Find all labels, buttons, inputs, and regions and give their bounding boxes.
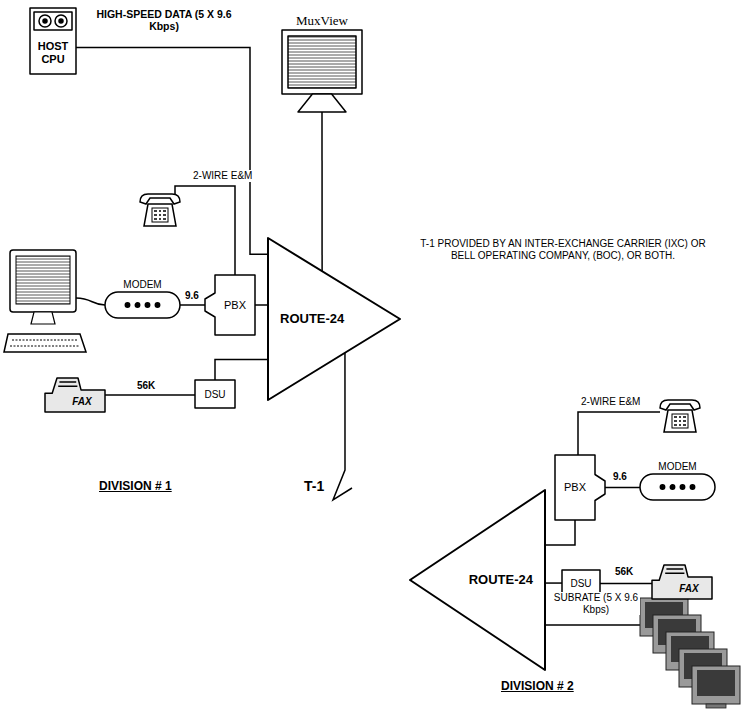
subrate-wire — [545, 624, 640, 626]
outline-part — [205, 275, 255, 335]
host-cpu-box: HOST CPU — [30, 8, 76, 74]
node-label: DSU — [570, 578, 591, 589]
outline-part — [39, 15, 51, 27]
node-body: PBX — [205, 275, 255, 335]
node-label: PBX — [564, 481, 586, 493]
outline-part — [268, 238, 400, 400]
connector-line — [255, 304, 268, 306]
pbx-box: PBX — [205, 275, 255, 335]
outline-part — [34, 12, 72, 30]
outline-part — [43, 19, 47, 23]
muxview-monitor: MuxView — [282, 30, 362, 112]
node-outline — [640, 474, 715, 500]
node-label: ROUTE-24 — [469, 573, 533, 587]
outline-part — [288, 36, 356, 88]
connector-line — [545, 520, 575, 545]
wire-label: 2-WIRE E&M — [580, 396, 641, 408]
outline-part — [105, 292, 180, 318]
node-label: FAX — [679, 583, 698, 594]
node-body: ROUTE-24 — [410, 490, 545, 670]
node-body: FAX — [45, 378, 105, 412]
phone-wire — [578, 412, 660, 455]
connector-line — [180, 304, 205, 306]
outline-part — [665, 569, 684, 573]
fax-machine: FAX — [652, 565, 712, 599]
telephone — [660, 400, 700, 432]
outline-part — [135, 303, 139, 307]
connector-line — [333, 353, 352, 500]
node-label: ROUTE-24 — [280, 312, 344, 326]
modem-box: MODEM — [105, 292, 180, 318]
node-body: FAX — [652, 565, 712, 599]
node-body — [282, 30, 362, 112]
node-body — [640, 474, 715, 500]
node-label: MODEM — [658, 461, 696, 472]
outline-part — [652, 565, 712, 599]
outline-part — [690, 485, 694, 489]
computer-terminal — [4, 250, 86, 352]
node-label: DSU — [204, 389, 225, 400]
modem-cable — [76, 298, 105, 305]
note-text: T-1 PROVIDED BY AN INTER-EXCHANGE CARRIE… — [412, 238, 714, 261]
connector-line — [600, 583, 652, 585]
connector-label: 9.6 — [612, 471, 628, 483]
connector-label: 56K — [136, 380, 156, 392]
route24-mux: ROUTE-24 — [268, 238, 400, 400]
outline-part — [125, 303, 129, 307]
connector-line — [545, 582, 562, 584]
outline-part — [195, 380, 235, 408]
node-outline — [282, 30, 362, 112]
outline-part — [640, 474, 715, 500]
division-heading: DIVISION # 1 — [98, 480, 173, 494]
connector-label: 56K — [614, 566, 634, 578]
node-body: HOST CPU — [30, 8, 76, 74]
outline-part — [660, 485, 664, 489]
connector-line — [605, 487, 640, 489]
outline-part — [670, 485, 674, 489]
outline-part — [145, 303, 149, 307]
telephone — [140, 194, 180, 226]
connector-label: T-1 — [303, 478, 325, 494]
node-label: MODEM — [123, 279, 161, 290]
pbx-box: PBX — [555, 455, 605, 520]
node-label: PBX — [224, 299, 246, 311]
connector-line — [76, 48, 268, 255]
route24-mux: ROUTE-24 — [410, 490, 545, 670]
node-body — [105, 292, 180, 318]
phone-wire — [175, 186, 235, 275]
connector-label: 9.6 — [184, 290, 200, 302]
outline-part — [680, 485, 684, 489]
outline-part — [55, 15, 67, 27]
outline-part — [298, 94, 346, 112]
node-label: HOST CPU — [32, 40, 74, 64]
wire-label: 2-WIRE E&M — [192, 170, 253, 182]
outline-part — [155, 303, 159, 307]
outline-part — [282, 30, 362, 94]
node-outline — [105, 292, 180, 318]
connector-line — [105, 394, 195, 396]
outline-part — [59, 19, 63, 23]
connector-line — [215, 360, 268, 381]
modem-box: MODEM — [640, 474, 715, 500]
node-label: FAX — [72, 396, 91, 407]
outline-part — [45, 378, 105, 412]
node-body: PBX — [555, 455, 605, 520]
outline-part — [555, 455, 605, 520]
connector-line — [321, 112, 323, 271]
node-label: MuxView — [296, 14, 348, 28]
connector-label: HIGH-SPEED DATA (5 X 9.6 Kbps) — [88, 8, 240, 32]
fax-machine: FAX — [45, 378, 105, 412]
terminal — [692, 666, 740, 708]
wire-label: SUBRATE (5 X 9.6 Kbps) — [552, 592, 640, 615]
outline-part — [410, 490, 545, 670]
division-heading: DIVISION # 2 — [500, 680, 575, 694]
node-body: ROUTE-24 — [268, 238, 400, 400]
outline-part — [58, 382, 77, 386]
node-body: DSU — [195, 380, 235, 408]
dsu-box: DSU — [195, 380, 235, 408]
outline-part — [30, 8, 76, 74]
